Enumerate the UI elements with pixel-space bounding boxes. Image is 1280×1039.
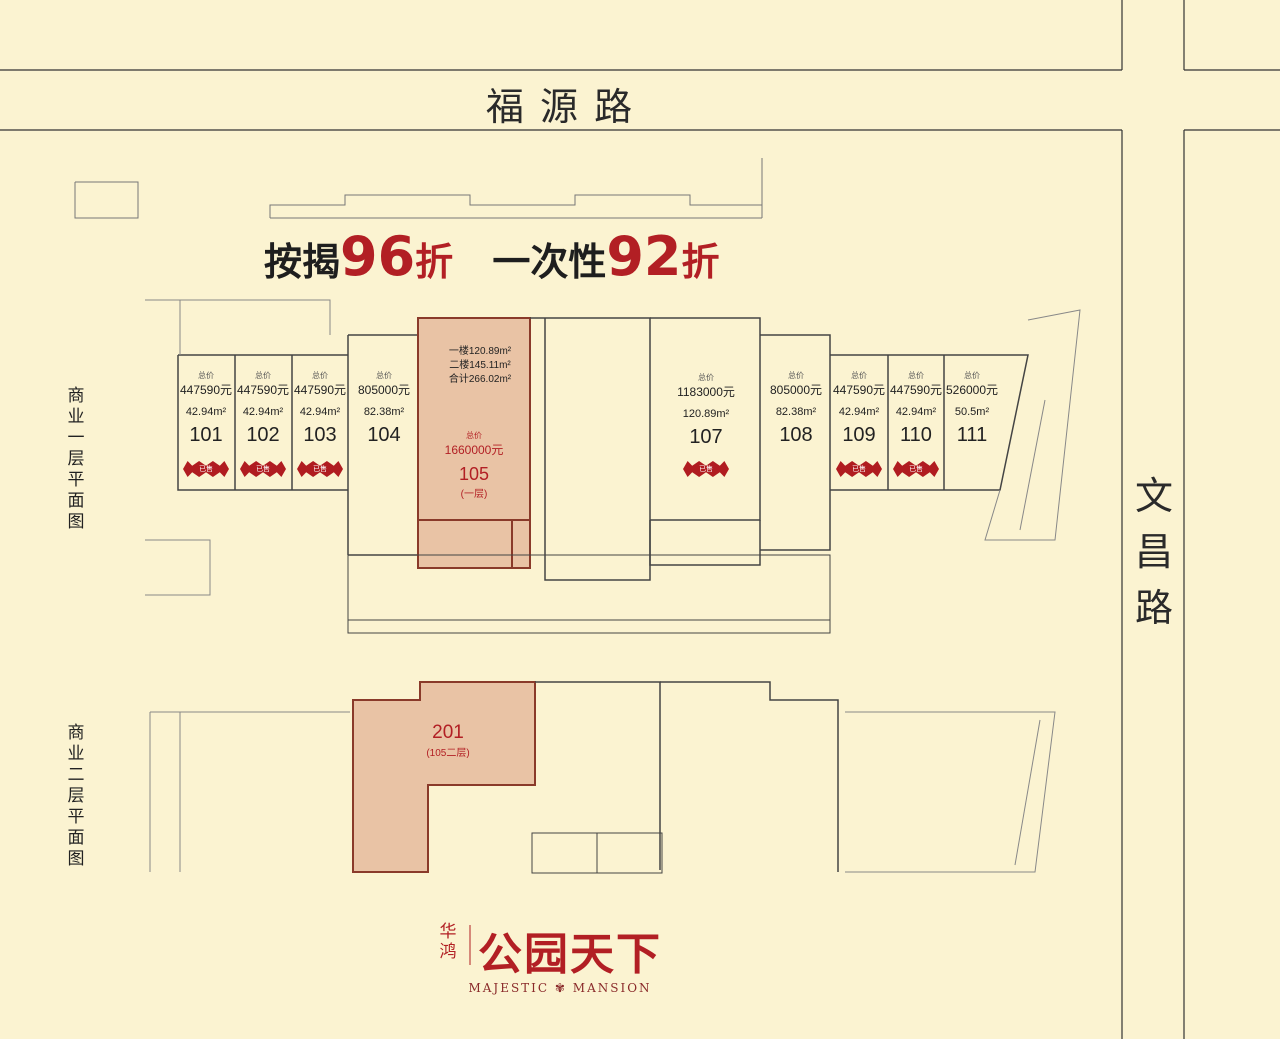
unit-id: 102 [246, 424, 280, 446]
unit-id: 101 [189, 424, 223, 446]
brand-english: MAJESTIC ✾ MANSION [468, 981, 652, 995]
unit-price-label: 总价 [198, 371, 214, 380]
unit-price: 805000元 [769, 383, 823, 397]
unit-101[interactable]: 总价 447590元 42.94m² 101 [166, 370, 246, 447]
unit-price: 1183000元 [677, 385, 735, 399]
sold-tag: 已售 [183, 461, 229, 477]
unit-price: 526000元 [945, 383, 999, 397]
unit-id: 110 [900, 424, 932, 446]
sold-tag: 已售 [893, 461, 939, 477]
unit-area: 42.94m² [242, 406, 284, 418]
unit-id: 111 [956, 424, 988, 446]
unit-id: 107 [689, 426, 723, 448]
unit-103[interactable]: 总价 447590元 42.94m² 103 [280, 370, 360, 447]
unit-105-label[interactable]: 总价 1660000元 105 (一层) [418, 430, 530, 500]
unit-area: 82.38m² [363, 406, 405, 418]
unit-area: 42.94m² [838, 406, 880, 418]
unit-201-note: (105二层) [426, 748, 470, 759]
unit-105-total-area: 合计266.02m² [448, 374, 512, 385]
unit-105-floor1-area: 一楼120.89m² [448, 346, 512, 357]
unit-price-label: 总价 [312, 371, 328, 380]
brand-small-2: 鸿 [439, 942, 457, 962]
sold-tag: 已售 [240, 461, 286, 477]
unit-110[interactable]: 总价 447590元 42.94m² 110 [876, 370, 956, 447]
unit-price-label: 总价 [851, 371, 867, 380]
unit-price-label: 总价 [964, 371, 980, 380]
sold-tag: 已售 [836, 461, 882, 477]
unit-102[interactable]: 总价 447590元 42.94m² 102 [223, 370, 303, 447]
unit-105-price: 1660000元 [444, 443, 504, 457]
unit-105-areas: 一楼120.89m² 二楼145.11m² 合计266.02m² [440, 345, 520, 387]
promo-fullpay-label: 一次性 [492, 240, 607, 284]
unit-price: 447590元 [293, 383, 347, 397]
unit-area: 82.38m² [775, 406, 817, 418]
floor1-label-text: 商业一层平面图 [67, 386, 85, 532]
unit-area: 42.94m² [299, 406, 341, 418]
unit-price-label: 总价 [788, 371, 804, 380]
unit-area: 42.94m² [185, 406, 227, 418]
unit-109[interactable]: 总价 447590元 42.94m² 109 [819, 370, 899, 447]
road-name-north: 福 源 路 [485, 85, 635, 129]
brand-small-1: 华 [439, 922, 457, 942]
unit-price: 447590元 [889, 383, 943, 397]
unit-id: 108 [779, 424, 813, 446]
promo-headline: 按揭96折 一次性92折 [264, 225, 720, 295]
unit-price-label: 总价 [908, 371, 924, 380]
road-name-east: 文昌路 [1126, 468, 1182, 636]
promo-mortgage-discount: 96 [340, 225, 416, 288]
promo-mortgage-zhe: 折 [415, 240, 454, 284]
unit-105-floor2-area: 二楼145.11m² [449, 360, 511, 371]
unit-108[interactable]: 总价 805000元 82.38m² 108 [756, 370, 836, 447]
brand-logo-text: 公园天下 [478, 929, 662, 980]
unit-id: 103 [303, 424, 337, 446]
road-name-east-text: 文昌路 [1134, 474, 1173, 630]
unit-area: 42.94m² [895, 406, 937, 418]
unit-price: 805000元 [357, 383, 411, 397]
unit-price: 447590元 [832, 383, 886, 397]
unit-105-price-label: 总价 [466, 431, 482, 440]
promo-fullpay-discount: 92 [606, 225, 682, 288]
floor2-label: 商业二层平面图 [66, 723, 86, 870]
promo-fullpay-zhe: 折 [681, 240, 720, 284]
unit-price-label: 总价 [698, 373, 714, 382]
sold-tag: 已售 [683, 461, 729, 477]
unit-105-floor-note: (一层) [460, 489, 488, 500]
unit-111[interactable]: 总价 526000元 50.5m² 111 [932, 370, 1012, 447]
unit-price-label: 总价 [255, 371, 271, 380]
unit-area: 50.5m² [954, 406, 990, 418]
brand-small: 华 鸿 [438, 922, 458, 962]
unit-201-id: 201 [432, 722, 464, 743]
unit-105-id: 105 [458, 464, 490, 484]
unit-201-label[interactable]: 201 (105二层) [405, 722, 491, 759]
sold-tag: 已售 [297, 461, 343, 477]
floor1-label: 商业一层平面图 [66, 386, 86, 533]
unit-104[interactable]: 总价 805000元 82.38m² 104 [344, 370, 424, 447]
unit-id: 104 [367, 424, 401, 446]
unit-area: 120.89m² [682, 408, 730, 420]
floor2-label-text: 商业二层平面图 [67, 723, 85, 869]
unit-price: 447590元 [236, 383, 290, 397]
unit-price-label: 总价 [376, 371, 392, 380]
unit-107[interactable]: 总价 1183000元 120.89m² 107 [666, 372, 746, 449]
unit-id: 109 [842, 424, 876, 446]
unit-price: 447590元 [179, 383, 233, 397]
promo-mortgage-label: 按揭 [264, 240, 341, 284]
